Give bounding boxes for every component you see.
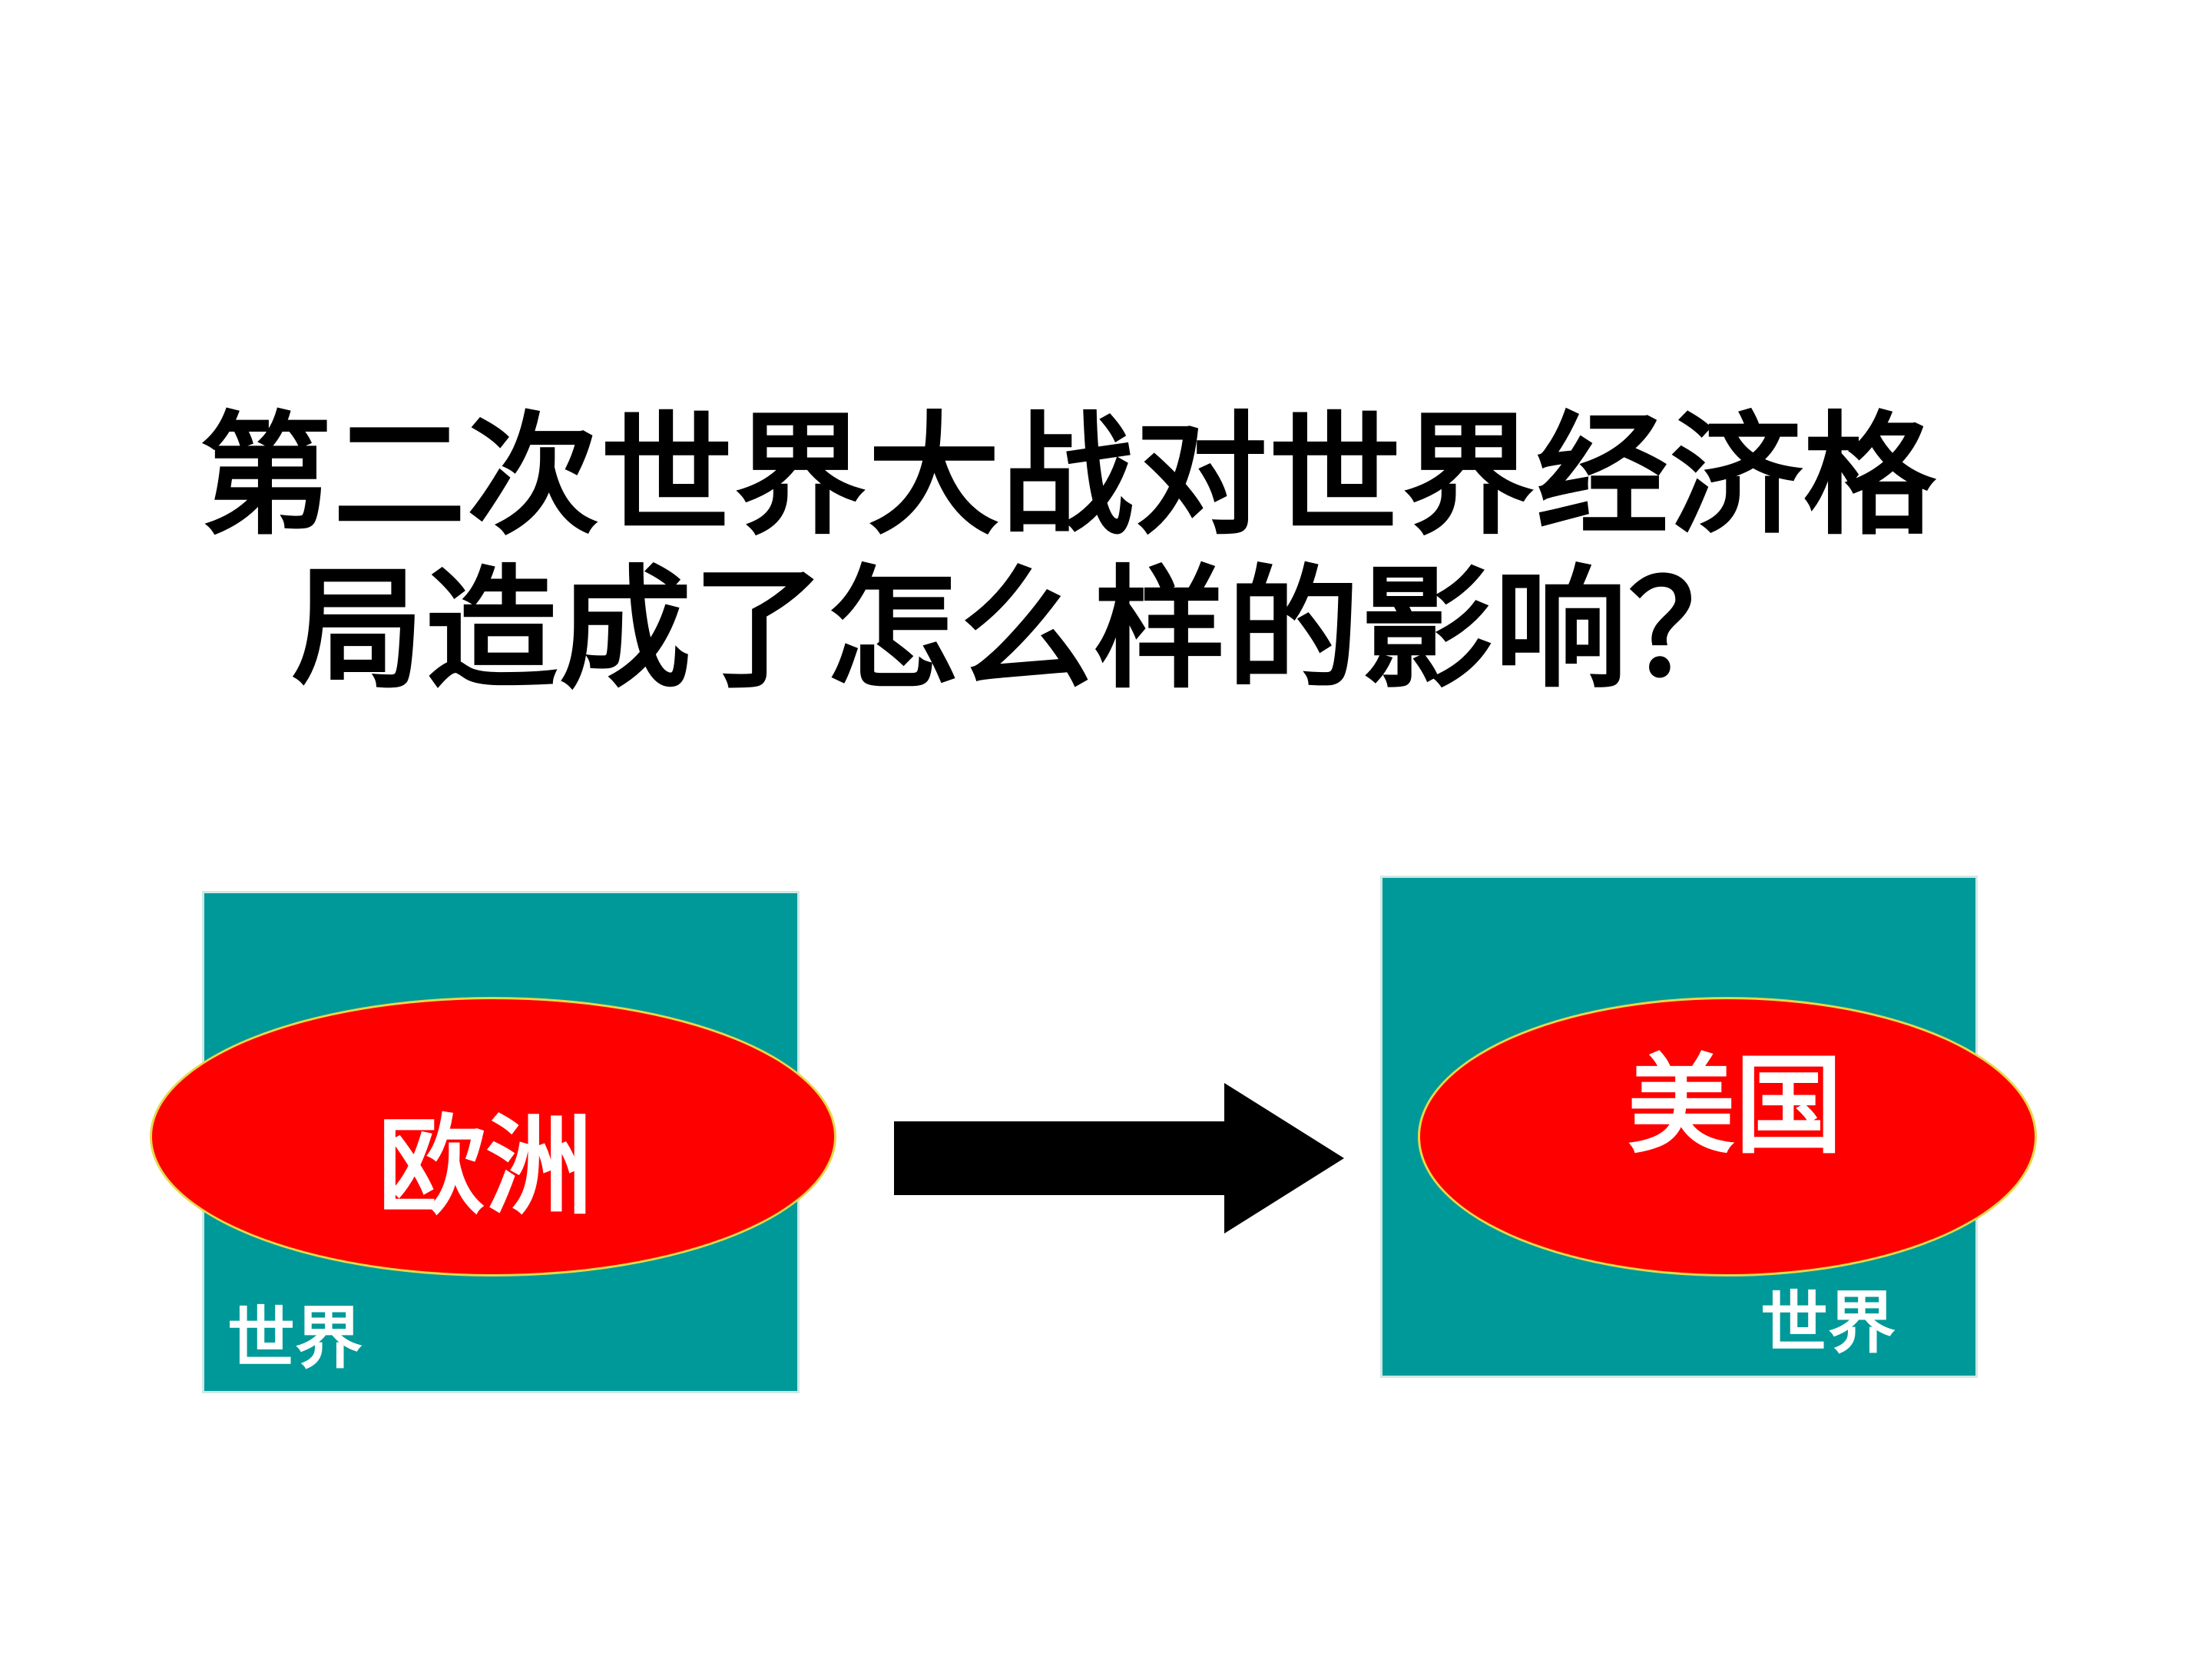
world-label-before: 世界 (227, 1299, 363, 1378)
usa-label: 美国 (1627, 1044, 1843, 1169)
right-arrow-icon (894, 1083, 1344, 1233)
slide-title: 第二次世界大战对世界经济格 局造成了怎么样的影响？ (200, 399, 2043, 707)
europe-ellipse: 欧洲 (150, 997, 836, 1277)
arrow-shape (894, 1083, 1344, 1233)
world-label-after: 世界 (1760, 1283, 1896, 1363)
europe-label: 欧洲 (377, 1104, 593, 1230)
slide-title-line-2: 局造成了怎么样的影响？ (292, 552, 1762, 707)
usa-ellipse: 美国 (1418, 997, 2037, 1277)
slide-title-line-1: 第二次世界大战对世界经济格 (200, 399, 1937, 553)
